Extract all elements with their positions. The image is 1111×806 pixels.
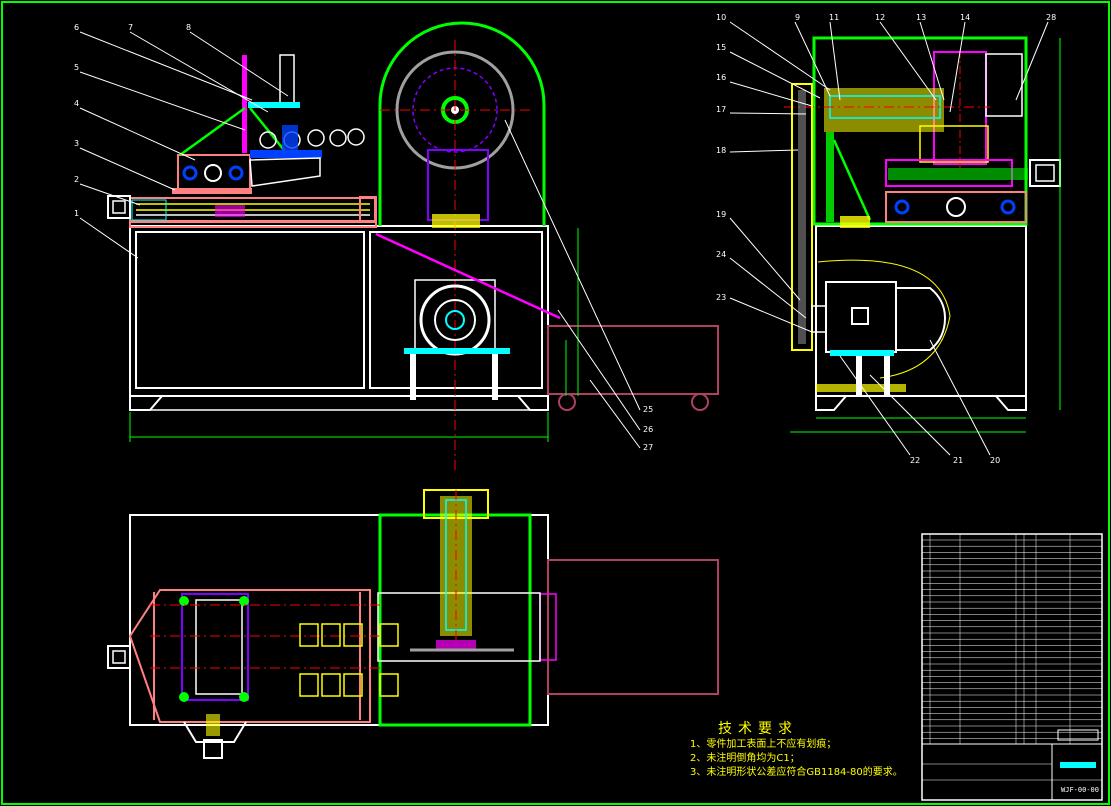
side-view-callout-14: 14	[960, 13, 970, 22]
side-view-callout-13: 13	[916, 13, 926, 22]
side-cabinet	[815, 225, 1027, 397]
top-cabinet	[129, 514, 549, 726]
front-view-callout-5: 5	[74, 63, 79, 72]
side-view-callout-18: 18	[716, 146, 726, 155]
technical-requirements: 技术要求 1、零件加工表面上不应有划痕； 2、未注明倒角均为C1； 3、未注明形…	[690, 718, 903, 780]
requirement-item-2: 2、未注明倒角均为C1；	[690, 753, 800, 764]
front-cabinet	[129, 225, 549, 397]
side-view-callout-17: 17	[716, 105, 726, 114]
top-view	[107, 489, 719, 759]
side-view-callout-9: 9	[795, 13, 800, 22]
side-motor	[825, 281, 897, 353]
front-view-callouts: 1 2 3 4 5 6 7 8 25 26 27	[74, 23, 653, 452]
side-view-callout-12: 12	[875, 13, 885, 22]
front-view-leaders	[79, 31, 641, 449]
front-view-callout-27: 27	[643, 443, 653, 452]
side-view-leaders	[729, 21, 1049, 456]
front-view	[107, 21, 719, 470]
front-view-callout-1: 1	[74, 209, 79, 218]
title-block	[921, 533, 1103, 801]
side-view-callout-22: 22	[910, 456, 920, 465]
side-view-callout-24: 24	[716, 250, 726, 259]
side-view-callout-21: 21	[953, 456, 963, 465]
front-view-callout-8: 8	[186, 23, 191, 32]
side-view-callout-23: 23	[716, 293, 726, 302]
front-view-callout-7: 7	[128, 23, 133, 32]
side-view-callouts: 9 10 11 12 13 14 15 16 17 18 19 20 21 22 23 24 28	[716, 13, 1056, 465]
front-view-callout-6: 6	[74, 23, 79, 32]
side-view-callout-16: 16	[716, 73, 726, 82]
side-view-callout-19: 19	[716, 210, 726, 219]
front-view-callout-25: 25	[643, 405, 653, 414]
side-view-callout-15: 15	[716, 43, 726, 52]
front-view-callout-3: 3	[74, 139, 79, 148]
front-view-callout-2: 2	[74, 175, 79, 184]
requirement-item-1: 1、零件加工表面上不应有划痕；	[690, 739, 837, 750]
side-view-callout-10: 10	[716, 13, 726, 22]
side-view-callout-20: 20	[990, 456, 1000, 465]
technical-requirements-title: 技术要求	[718, 721, 798, 737]
requirement-item-3: 3、未注明形状公差应符合GB1184-80的要求。	[690, 767, 903, 778]
side-view-callout-28: 28	[1046, 13, 1056, 22]
front-view-callout-4: 4	[74, 99, 79, 108]
wheel-guard	[378, 21, 546, 226]
side-view-callout-11: 11	[829, 13, 839, 22]
drawing-code: WJF-00-00	[1061, 786, 1099, 794]
collection-cart	[547, 325, 719, 395]
side-view	[784, 36, 1061, 433]
front-view-callout-26: 26	[643, 425, 653, 434]
